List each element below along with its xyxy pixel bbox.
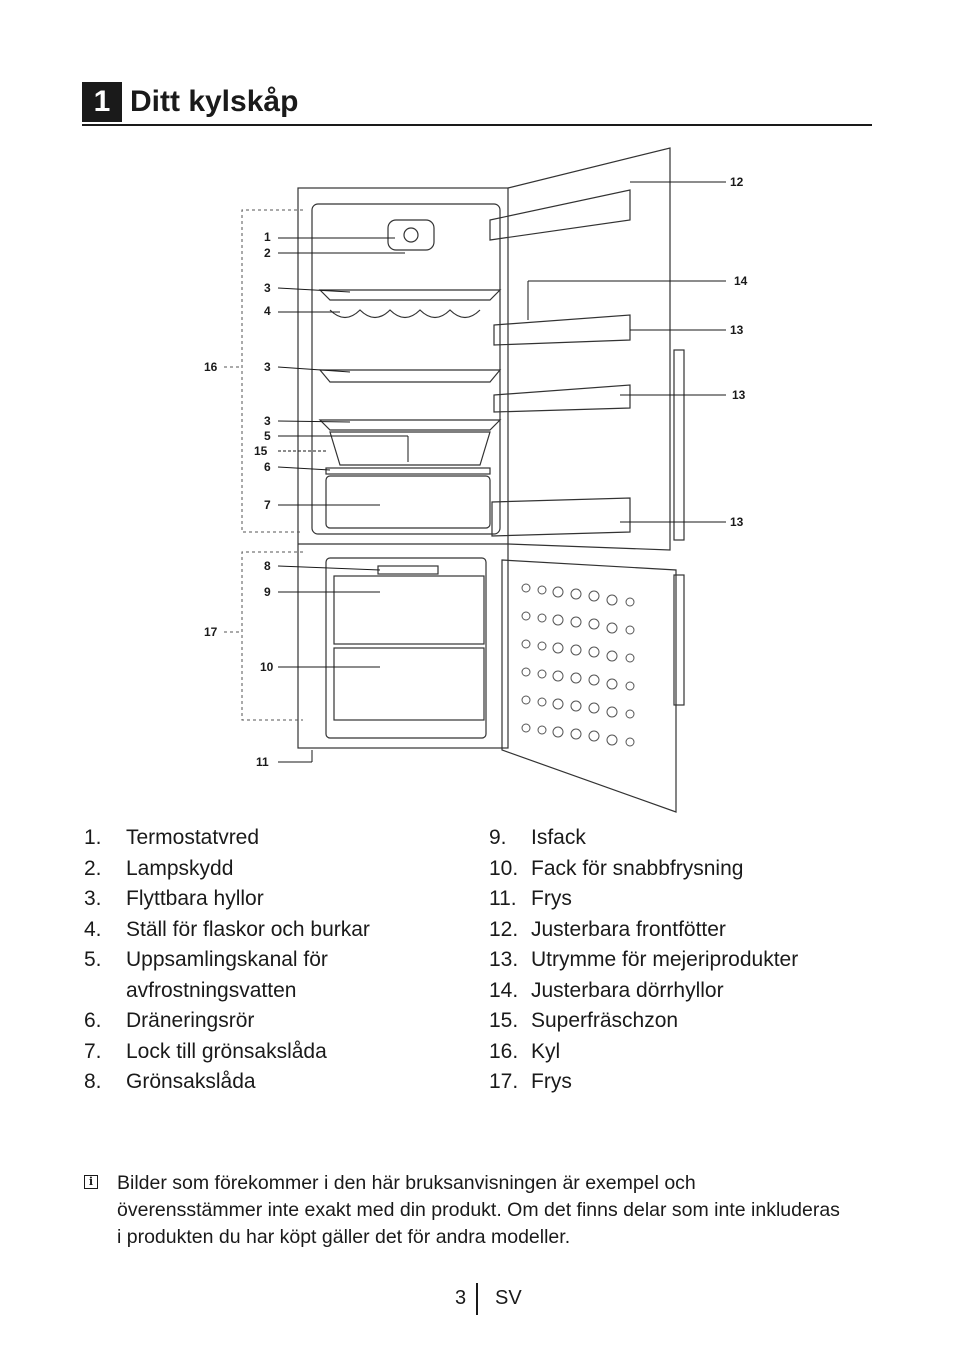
page-number: 3 [455, 1287, 467, 1309]
shelf-3 [318, 419, 502, 431]
diagram-label-13a: 13 [730, 323, 744, 337]
bracket-freezer [241, 551, 303, 721]
list-item: 4.Ställ för flaskor och burkar [84, 917, 370, 941]
diagram-label-9: 9 [264, 585, 271, 599]
list-item: 8.Grönsakslåda [84, 1070, 256, 1093]
diagram-label-3b: 3 [264, 360, 271, 374]
fridge-diagram: 1 2 3 4 16 3 3 5 15 6 7 8 9 17 10 11 12 … [204, 147, 748, 813]
freezer-compartment [325, 557, 487, 739]
section-title: Ditt kylskåp [130, 85, 299, 118]
drain-tray [325, 467, 491, 475]
parts-list-left: 1.Termostatvred 2.Lampskydd 3.Flyttbara … [84, 823, 464, 1098]
diagram-label-5: 5 [264, 429, 271, 443]
list-item: 17.Frys [489, 1070, 572, 1093]
list-item: 2.Lampskydd [84, 856, 234, 880]
list-item: 3.Flyttbara hyllor [84, 887, 264, 910]
footer-divider [476, 1283, 478, 1315]
bracket-fridge [241, 209, 303, 533]
diagram-label-3a: 3 [264, 281, 271, 295]
info-icon: i [84, 1175, 98, 1189]
diagram-label-4: 4 [264, 304, 271, 318]
thermostat-housing [387, 219, 435, 251]
shelf-2 [318, 369, 502, 383]
parts-list-right: 9.Isfack 10.Fack för snabbfrysning 11.Fr… [489, 823, 869, 1098]
shelf-1 [318, 289, 502, 301]
diagram-label-2: 2 [264, 246, 271, 260]
list-item: 10.Fack för snabbfrysning [489, 856, 744, 880]
info-note: i Bilder som förekommer i den här bruksa… [84, 1170, 844, 1251]
list-item: 7.Lock till grönsakslåda [84, 1039, 327, 1063]
bottle-rack [329, 309, 481, 319]
section-number: 1 [82, 82, 122, 122]
list-item: 9.Isfack [489, 826, 586, 849]
ice-tray [377, 565, 439, 575]
diagram-label-8: 8 [264, 559, 271, 573]
door-shelf-top [489, 189, 631, 241]
list-item: 14.Justerbara dörrhyllor [489, 978, 724, 1002]
freezer-handle [673, 574, 685, 706]
diagram-label-7: 7 [264, 498, 271, 512]
list-item: 13.Utrymme för mejeriprodukter [489, 948, 799, 971]
superfresh-zone [329, 431, 491, 466]
diagram-label-15: 15 [254, 444, 268, 458]
list-item: 16.Kyl [489, 1039, 561, 1063]
fridge-handle [673, 349, 685, 541]
list-item: 11.Frys [489, 887, 572, 910]
diagram-label-10: 10 [260, 660, 274, 674]
fridge-door [507, 147, 671, 551]
door-shelf-1 [493, 314, 631, 346]
diagram-label-16: 16 [204, 360, 218, 374]
section-heading: 1 Ditt kylskåp [82, 80, 872, 126]
door-shelf-bottom [491, 497, 631, 537]
freezer-drawer-2 [333, 647, 485, 721]
language-code: SV [495, 1287, 522, 1309]
list-item: 6.Dräneringsrör [84, 1009, 255, 1032]
diagram-label-13c: 13 [730, 515, 744, 529]
diagram-label-3c: 3 [264, 414, 271, 428]
list-item: 5.Uppsamlingskanal för avfrostningsvatte… [84, 948, 328, 1002]
crisper-drawer [325, 475, 491, 529]
diagram-label-6: 6 [264, 460, 271, 474]
diagram-label-17: 17 [204, 625, 218, 639]
diagram-label-13b: 13 [732, 388, 746, 402]
door-shelf-2 [493, 384, 631, 413]
list-item: 12.Justerbara frontfötter [489, 917, 726, 941]
diagram-label-11: 11 [256, 755, 269, 769]
diagram-label-1: 1 [264, 230, 271, 244]
diagram-label-12: 12 [730, 175, 744, 189]
diagram-label-14: 14 [734, 274, 748, 288]
freezer-drawer-1 [333, 575, 485, 645]
list-item: 15.Superfräschzon [489, 1009, 679, 1032]
freezer-door [501, 559, 677, 813]
list-item: 1.Termostatvred [84, 826, 260, 849]
info-note-text: Bilder som förekommer i den här bruksanv… [117, 1172, 840, 1248]
